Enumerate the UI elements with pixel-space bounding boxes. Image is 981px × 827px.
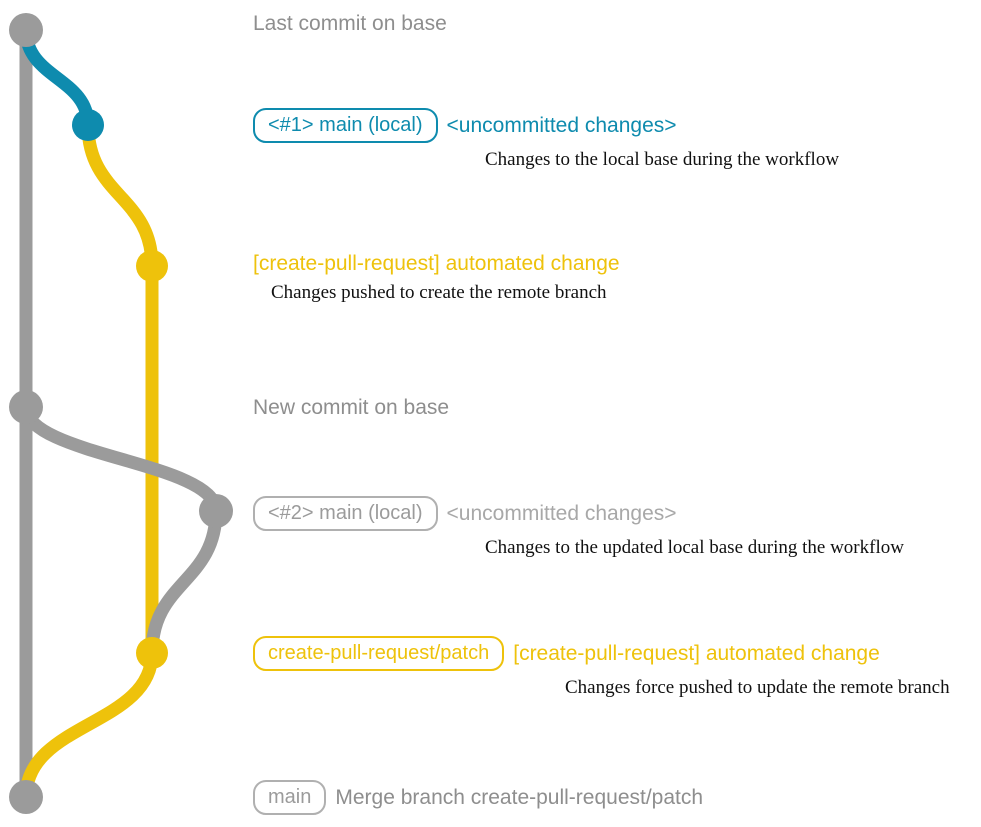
commit-text-stack: <#1> main (local) <uncommitted changes> Ch…: [253, 108, 839, 171]
commit-subject: Merge branch create-pull-request/patch: [335, 785, 704, 809]
row-local-1: <#1> main (local) <uncommitted changes> Ch…: [253, 108, 839, 171]
commit-text-stack: New commit on base: [253, 396, 449, 420]
commit-subject: [create-pull-request] automated change: [513, 641, 880, 665]
commit-headline: New commit on base: [253, 396, 449, 420]
commit-subject: New commit on base: [253, 396, 450, 419]
commit-text-stack: create-pull-request/patch [create-pull-re…: [253, 636, 950, 699]
edge-local-1-to-remote-1: [81, 118, 159, 273]
commit-headline: Last commit on base: [253, 12, 447, 36]
commit-subject: Last commit on base: [253, 12, 447, 35]
row-new-commit-on-base: New commit on base: [253, 396, 449, 420]
ref-badge[interactable]: main: [253, 780, 327, 815]
commit-node-automated-change-2[interactable]: [136, 637, 168, 669]
commit-subject: <uncommitted changes>: [446, 501, 677, 525]
row-last-commit-on-base: Last commit on base: [253, 12, 447, 36]
edge-base-to-local-2: [19, 400, 223, 518]
commit-note: Changes to the local base during the wor…: [485, 149, 840, 170]
commit-headline: create-pull-request/patch [create-pull-re…: [253, 636, 950, 671]
ref-badge[interactable]: <#1> main (local): [253, 108, 438, 143]
ref-badge[interactable]: create-pull-request/patch: [253, 636, 505, 671]
ref-badge[interactable]: <#2> main (local): [253, 496, 438, 531]
edge-local-2-to-remote-2: [145, 504, 223, 660]
commit-text-stack: <#2> main (local) <uncommitted changes> Ch…: [253, 496, 904, 559]
commit-node-new-commit-on-base[interactable]: [9, 390, 43, 424]
commit-note: Changes pushed to create the remote bran…: [271, 282, 607, 303]
commit-subject: <uncommitted changes>: [446, 113, 677, 137]
commit-headline: [create-pull-request] automated change: [253, 252, 620, 276]
commit-text-stack: main Merge branch create-pull-request/pat…: [253, 780, 703, 815]
commit-note: Changes force pushed to update the remot…: [565, 677, 950, 698]
commit-node-local-uncommitted-2[interactable]: [199, 494, 233, 528]
commit-note: Changes to the updated local base during…: [485, 537, 904, 558]
commit-node-layer: [9, 13, 233, 814]
commit-subject: [create-pull-request] automated change: [253, 252, 620, 275]
commit-node-local-uncommitted-1[interactable]: [72, 109, 104, 141]
commit-node-merge-commit[interactable]: [9, 780, 43, 814]
row-automated-change-2: create-pull-request/patch [create-pull-re…: [253, 636, 950, 699]
commit-node-automated-change-1[interactable]: [136, 250, 168, 282]
commit-text-stack: Last commit on base: [253, 12, 447, 36]
row-merge: main Merge branch create-pull-request/pat…: [253, 780, 703, 815]
edge-remote-2-to-merge: [19, 646, 159, 804]
commit-node-last-commit-on-base[interactable]: [9, 13, 43, 47]
row-local-2: <#2> main (local) <uncommitted changes> Ch…: [253, 496, 904, 559]
commit-headline: main Merge branch create-pull-request/pat…: [253, 780, 703, 815]
commit-headline: <#2> main (local) <uncommitted changes>: [253, 496, 904, 531]
commit-headline: <#1> main (local) <uncommitted changes>: [253, 108, 839, 143]
